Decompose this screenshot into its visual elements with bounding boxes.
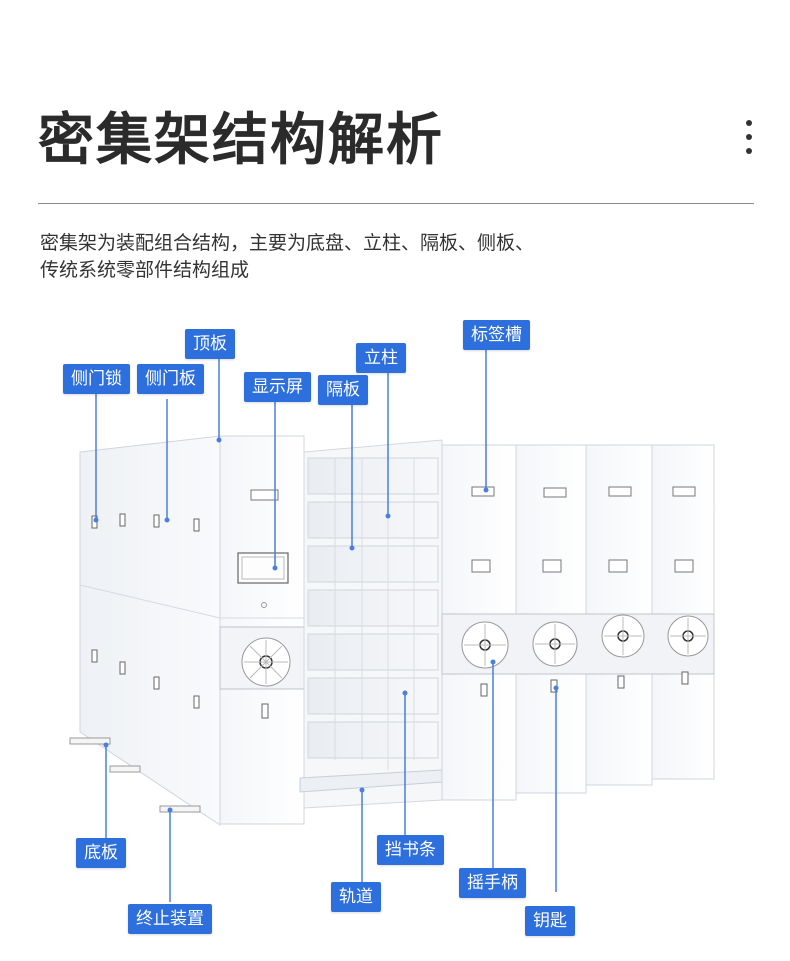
tag-stop-device: 终止装置 [128,904,212,934]
tag-top-panel: 顶板 [185,329,235,359]
tag-base-plate: 底板 [76,838,126,868]
tag-side-door-panel: 侧门板 [137,364,204,394]
more-vertical-icon[interactable] [738,118,760,158]
page-title: 密集架结构解析 [38,108,444,173]
tag-column: 立柱 [356,343,406,373]
title-divider [38,203,754,204]
tag-handle: 摇手柄 [459,868,526,898]
tag-key: 钥匙 [525,906,575,936]
intro-text: 密集架为装配组合结构，主要为底盘、立柱、隔板、侧板、 传统系统零部件结构组成 [40,230,534,284]
intro-line-2: 传统系统零部件结构组成 [40,259,250,281]
intro-line-1: 密集架为装配组合结构，主要为底盘、立柱、隔板、侧板、 [40,232,535,254]
tag-side-door-lock: 侧门锁 [63,364,130,394]
tag-display-screen: 显示屏 [244,372,311,402]
open-shelves [299,439,443,809]
tag-partition: 隔板 [318,375,368,405]
left-cabinet [69,435,305,826]
tag-label-slot: 标签槽 [463,320,530,350]
tag-track: 轨道 [331,882,381,912]
structure-diagram: 顶板 侧门锁 侧门板 显示屏 隔板 立柱 标签槽 底板 终止装置 轨道 挡书条 … [0,300,790,961]
shelving-illustration [69,350,715,902]
leader-lines [95,350,557,902]
tag-book-stopper: 挡书条 [377,835,444,865]
right-cabinets [441,444,715,801]
